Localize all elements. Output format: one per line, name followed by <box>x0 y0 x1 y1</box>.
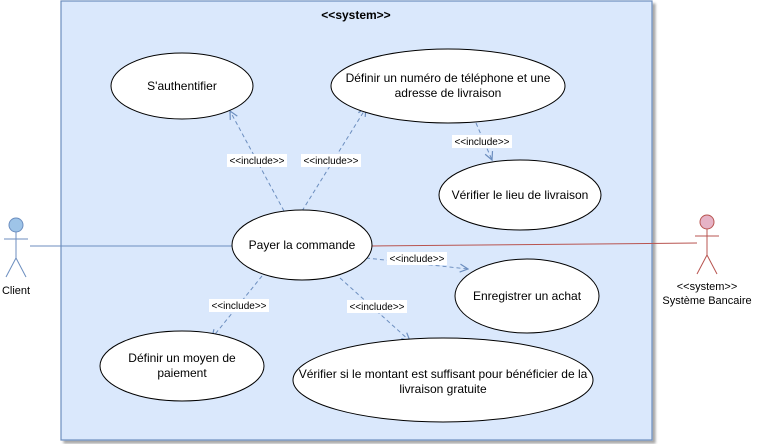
use-case-label-line1: Définir un numéro de téléphone et une <box>346 71 551 85</box>
use-case-record-purchase[interactable]: Enregistrer un achat <box>454 258 600 334</box>
use-case-ellipse[interactable] <box>99 330 265 402</box>
include-arrow-define-phone <box>301 108 366 212</box>
include-label-bg <box>452 135 512 148</box>
include-label-authenticate: <<include>> <box>229 156 284 167</box>
use-case-ellipse[interactable] <box>454 258 600 334</box>
use-case-authenticate[interactable]: S'authentifier <box>110 52 254 120</box>
use-case-label: Payer la commande <box>249 238 356 252</box>
use-case-label-line2: livraison gratuite <box>399 382 487 396</box>
actor-leg-right <box>706 254 718 275</box>
actor-leg-right <box>15 257 27 278</box>
stick-figure-icon <box>4 217 28 278</box>
use-case-ellipse[interactable] <box>330 48 566 124</box>
include-label-verify-location: <<include>> <box>454 137 509 148</box>
bank-association-line <box>371 242 698 247</box>
actor-client[interactable]: Client <box>2 217 30 297</box>
use-case-label-line1: Définir un moyen de <box>128 351 236 365</box>
use-case-label: Enregistrer un achat <box>473 289 582 303</box>
system-title: <<system>> <box>321 8 390 22</box>
actor-name: Système Bancaire <box>662 295 751 307</box>
include-arrow-verify-amount <box>339 277 410 341</box>
include-label-bg <box>387 252 447 265</box>
actor-stereotype: <<system>> <box>677 281 738 293</box>
use-case-label-line1: Vérifier si le montant est suffisant pou… <box>299 367 588 381</box>
use-case-define-phone-address[interactable]: Définir un numéro de téléphone et une ad… <box>330 48 566 124</box>
stick-figure-icon <box>695 214 719 275</box>
include-arrow-define-payment <box>212 275 263 338</box>
use-case-ellipse[interactable] <box>292 337 594 423</box>
include-label-bg <box>227 154 287 167</box>
actor-head <box>699 214 715 230</box>
use-case-label: Vérifier le lieu de livraison <box>452 188 589 202</box>
include-label-verify-amount: <<include>> <box>349 302 404 313</box>
use-case-label-line2: paiement <box>157 366 207 380</box>
actor-name: Client <box>2 285 30 297</box>
use-case-ellipse[interactable] <box>438 159 602 231</box>
use-case-ellipse[interactable] <box>110 52 254 120</box>
actor-leg-left <box>5 257 17 278</box>
include-label-record-purchase: <<include>> <box>389 254 444 265</box>
actor-leg-left <box>696 254 708 275</box>
include-label-bg <box>301 154 361 167</box>
use-case-ellipse[interactable] <box>231 209 373 281</box>
include-label-bg <box>209 299 269 312</box>
include-label-define-payment: <<include>> <box>211 301 266 312</box>
actor-bank-system[interactable]: <<system>> Système Bancaire <box>662 214 752 307</box>
actor-head <box>8 217 24 233</box>
include-label-bg <box>347 300 407 313</box>
use-case-label-line2: adresse de livraison <box>395 86 502 100</box>
include-label-define-phone: <<include>> <box>303 156 358 167</box>
use-case-verify-location[interactable]: Vérifier le lieu de livraison <box>438 159 602 231</box>
use-case-define-payment[interactable]: Définir un moyen de paiement <box>99 330 265 402</box>
include-labels: <<include>> <<include>> <<include>> <<in… <box>209 135 512 313</box>
use-case-verify-amount[interactable]: Vérifier si le montant est suffisant pou… <box>292 337 594 423</box>
use-case-pay-order[interactable]: Payer la commande <box>231 209 373 281</box>
use-case-label: S'authentifier <box>147 79 217 93</box>
